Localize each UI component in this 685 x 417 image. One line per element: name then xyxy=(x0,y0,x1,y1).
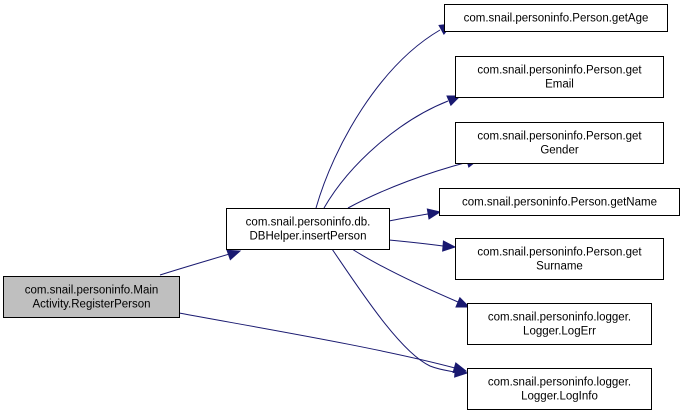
node-log-err[interactable]: com.snail.personinfo.logger. Logger.LogEr… xyxy=(467,303,652,345)
node-label-line: com.snail.personinfo.Main xyxy=(25,285,159,297)
edge-line xyxy=(159,251,237,276)
edge-insert-person-to-get-surname xyxy=(388,239,457,252)
edge-line xyxy=(323,100,449,209)
node-label-line: Gender xyxy=(540,145,579,157)
edge-line xyxy=(331,248,456,373)
node-label-line: Logger.LogErr xyxy=(523,326,596,338)
edge-line xyxy=(388,213,429,222)
nodes-layer: com.snail.personinfo.MainActivity.Regist… xyxy=(3,4,680,410)
edge-insert-person-to-log-err xyxy=(351,248,471,308)
edge-arrowhead xyxy=(426,208,442,220)
edge-arrowhead xyxy=(446,95,462,107)
node-label-line: com.snail.personinfo.Person.get xyxy=(477,131,642,143)
node-box xyxy=(455,56,664,98)
node-box xyxy=(455,122,664,164)
edge-line xyxy=(351,248,459,303)
node-box xyxy=(467,368,652,410)
node-get-name[interactable]: com.snail.personinfo.Person.getName xyxy=(439,188,680,216)
node-label-line: Email xyxy=(545,79,574,91)
node-box xyxy=(455,238,664,280)
node-register-person[interactable]: com.snail.personinfo.MainActivity.Regist… xyxy=(3,276,180,318)
node-label-line: com.snail.personinfo.Person.getAge xyxy=(464,13,649,25)
node-label-line: com.snail.personinfo.Person.getName xyxy=(462,197,657,209)
node-log-info[interactable]: com.snail.personinfo.logger. Logger.LogIn… xyxy=(467,368,652,410)
node-get-age[interactable]: com.snail.personinfo.Person.getAge xyxy=(444,4,668,32)
edge-insert-person-to-get-email xyxy=(323,95,462,209)
edge-arrowhead xyxy=(455,296,471,308)
node-box xyxy=(3,276,180,318)
node-label-line: com.snail.personinfo.Person.get xyxy=(477,65,642,77)
node-box xyxy=(439,188,680,216)
node-box xyxy=(444,4,668,32)
edge-insert-person-to-get-name xyxy=(388,208,442,222)
node-label-line: Activity.RegisterPerson xyxy=(32,299,150,311)
node-label-line: com.snail.personinfo.db. xyxy=(246,217,371,229)
edge-register-person-to-log-info xyxy=(178,312,468,374)
node-box xyxy=(226,208,390,250)
node-box xyxy=(467,303,652,345)
node-label-line: DBHelper.insertPerson xyxy=(250,231,367,243)
node-label-line: com.snail.personinfo.logger. xyxy=(488,377,631,389)
node-insert-person[interactable]: com.snail.personinfo.db. DBHelper.insertP… xyxy=(226,208,390,250)
edge-line xyxy=(388,239,444,247)
node-label-line: com.snail.personinfo.Person.get xyxy=(477,247,642,259)
edge-line xyxy=(315,29,441,209)
edge-line xyxy=(347,161,469,209)
edge-insert-person-to-get-age xyxy=(315,23,454,209)
edge-insert-person-to-log-info xyxy=(331,248,469,378)
edges-layer xyxy=(159,23,481,378)
edge-arrowhead xyxy=(442,240,457,252)
edge-arrowhead xyxy=(454,366,469,378)
node-label-line: Surname xyxy=(536,261,583,273)
edge-arrowhead xyxy=(226,249,242,261)
node-label-line: Logger.LogInfo xyxy=(521,391,598,403)
edge-line xyxy=(178,312,456,369)
edge-register-person-to-insert-person xyxy=(159,249,242,276)
node-label-line: com.snail.personinfo.logger. xyxy=(488,312,631,324)
